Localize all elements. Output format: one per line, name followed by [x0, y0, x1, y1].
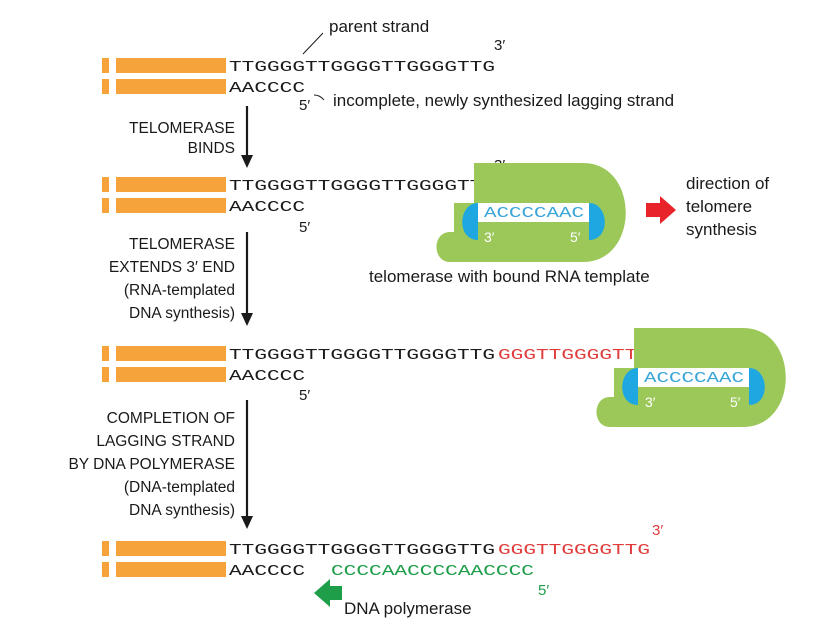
rna-five-prime: 5′ — [730, 394, 741, 410]
rna-three-prime: 3′ — [645, 394, 656, 410]
completion-sequence: CCCCAACCCCAACCCC — [331, 563, 534, 580]
incomplete-lagging-label: incomplete, newly synthesized lagging st… — [333, 91, 674, 110]
step-1-label-line1: TELOMERASE — [129, 120, 235, 137]
panel-3: TTGGGGTTGGGGTTGGGGTTG GGGTTGGGGTTG AACCC… — [102, 327, 786, 427]
rna-template-sequence: ACCCCAAC — [484, 205, 584, 222]
lagging-strand-sequence: AACCCC — [229, 199, 305, 216]
lagging-strand-sequence: AACCCC — [229, 563, 305, 580]
process-arrow-icon — [241, 313, 253, 326]
orange-bar-icon — [116, 198, 226, 213]
process-arrow-icon — [241, 155, 253, 168]
step-3-label-line2: LAGGING STRAND — [96, 433, 235, 450]
parent-strand-leader — [302, 32, 324, 55]
lagging-leader — [313, 94, 325, 101]
orange-bar-icon — [102, 177, 109, 192]
orange-bar-icon — [116, 346, 226, 361]
green-arrow-icon — [314, 579, 342, 607]
step-2-label-line2: EXTENDS 3′ END — [109, 259, 235, 276]
direction-label-line1: direction of — [686, 174, 769, 193]
orange-bar-icon — [102, 541, 109, 556]
step-2-label-line3: (RNA-templated — [124, 282, 235, 299]
lagging-strand-sequence: AACCCC — [229, 80, 305, 97]
five-prime-label: 5′ — [299, 97, 310, 114]
orange-bar-icon — [116, 562, 226, 577]
step-3-label-line4: (DNA-templated — [124, 479, 235, 496]
extension-sequence: GGGTTGGGGTTG — [498, 542, 650, 559]
orange-bar-icon — [102, 198, 109, 213]
rna-three-prime: 3′ — [484, 229, 495, 245]
step-3-label-line1: COMPLETION OF — [107, 410, 235, 427]
step-3-label-line3: BY DNA POLYMERASE — [68, 456, 235, 473]
parent-strand-sequence: TTGGGGTTGGGGTTGGGGTTG — [229, 347, 495, 364]
step-1: TELOMERASE BINDS — [129, 106, 253, 168]
panel-1: TTGGGGTTGGGGTTGGGGTTG AACCCC 3′ 5′ paren… — [102, 17, 674, 114]
parent-strand-label: parent strand — [329, 17, 429, 36]
dna-polymerase-label: DNA polymerase — [344, 599, 472, 618]
step-1-label-line2: BINDS — [188, 140, 235, 157]
orange-bar-icon — [116, 79, 226, 94]
step-2-label-line1: TELOMERASE — [129, 236, 235, 253]
process-arrow-icon — [241, 516, 253, 529]
orange-bar-icon — [116, 58, 226, 73]
orange-bar-icon — [102, 562, 109, 577]
five-prime-label: 5′ — [299, 387, 310, 404]
orange-bar-icon — [102, 58, 109, 73]
red-arrow-icon — [646, 196, 676, 224]
direction-label-line2: telomere — [686, 197, 752, 216]
three-prime-label: 3′ — [494, 37, 505, 54]
telomerase-label: telomerase with bound RNA template — [369, 267, 650, 286]
direction-label-line3: synthesis — [686, 220, 757, 239]
telomerase-enzyme-icon — [436, 163, 626, 262]
orange-bar-icon — [102, 79, 109, 94]
step-2: TELOMERASE EXTENDS 3′ END (RNA-templated… — [109, 232, 253, 326]
step-3-label-line5: DNA synthesis) — [129, 502, 235, 519]
orange-bar-icon — [116, 177, 226, 192]
parent-strand-sequence: TTGGGGTTGGGGTTGGGGTTG — [229, 59, 495, 76]
parent-strand-sequence: TTGGGGTTGGGGTTGGGGTTG — [229, 542, 495, 559]
five-prime-label: 5′ — [299, 219, 310, 236]
orange-bar-icon — [102, 346, 109, 361]
parent-strand-sequence: TTGGGGTTGGGGTTGGGGTTG — [229, 178, 495, 195]
step-2-label-line4: DNA synthesis) — [129, 305, 235, 322]
extension-sequence: GGGTTGGGGTTG — [498, 347, 650, 364]
telomerase-enzyme-icon — [596, 328, 786, 427]
orange-bar-icon — [116, 541, 226, 556]
step-3: COMPLETION OF LAGGING STRAND BY DNA POLY… — [68, 400, 253, 529]
three-prime-label: 3′ — [652, 522, 663, 539]
five-prime-label: 5′ — [538, 582, 549, 599]
orange-bar-icon — [102, 367, 109, 382]
orange-bar-icon — [116, 367, 226, 382]
lagging-strand-sequence: AACCCC — [229, 368, 305, 385]
panel-2: TTGGGGTTGGGGTTGGGGTTG AACCCC 3′ 5′ ACCCC… — [102, 157, 769, 286]
panel-4: TTGGGGTTGGGGTTGGGGTTG GGGTTGGGGTTG AACCC… — [102, 522, 663, 618]
rna-five-prime: 5′ — [570, 229, 581, 245]
rna-template-sequence: ACCCCAAC — [644, 370, 744, 387]
